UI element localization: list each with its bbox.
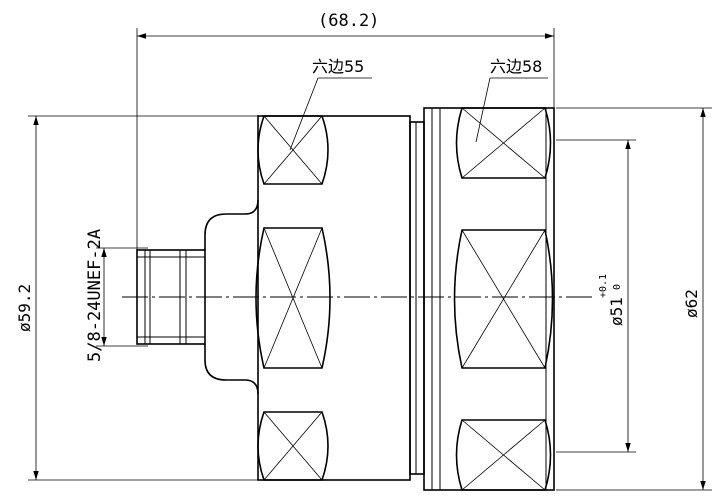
right-diameter-label: ø62 xyxy=(682,289,701,318)
overall-length-dimension: (68.2) xyxy=(136,11,555,250)
body-shoulder xyxy=(204,199,259,395)
bore-tolerance-upper: +0.1 xyxy=(598,274,609,298)
body-right-nut xyxy=(423,107,555,491)
bore-diameter-dimension: ø51 +0.1 0 xyxy=(556,139,636,453)
body-left xyxy=(257,115,411,481)
groove xyxy=(409,121,425,475)
thread-label: 5/8-24UNEF-2A xyxy=(85,229,105,362)
bore-diameter-label: ø51 xyxy=(607,297,626,326)
hex58-flats xyxy=(453,107,554,491)
hex55-label: 六边55 xyxy=(312,57,364,76)
bore-tolerance-lower: 0 xyxy=(612,284,623,290)
hex55-flats xyxy=(255,115,331,481)
left-diameter-label: ø59.2 xyxy=(15,284,34,332)
hex58-callout: 六边58 xyxy=(475,57,548,143)
hex58-label: 六边58 xyxy=(490,57,542,76)
hex55-callout: 六边55 xyxy=(289,57,372,151)
thread-dimension: 5/8-24UNEF-2A xyxy=(85,229,148,362)
right-diameter-dimension: ø62 xyxy=(556,107,712,491)
overall-length-label: (68.2) xyxy=(318,11,379,31)
left-diameter-dimension: ø59.2 xyxy=(15,115,258,481)
